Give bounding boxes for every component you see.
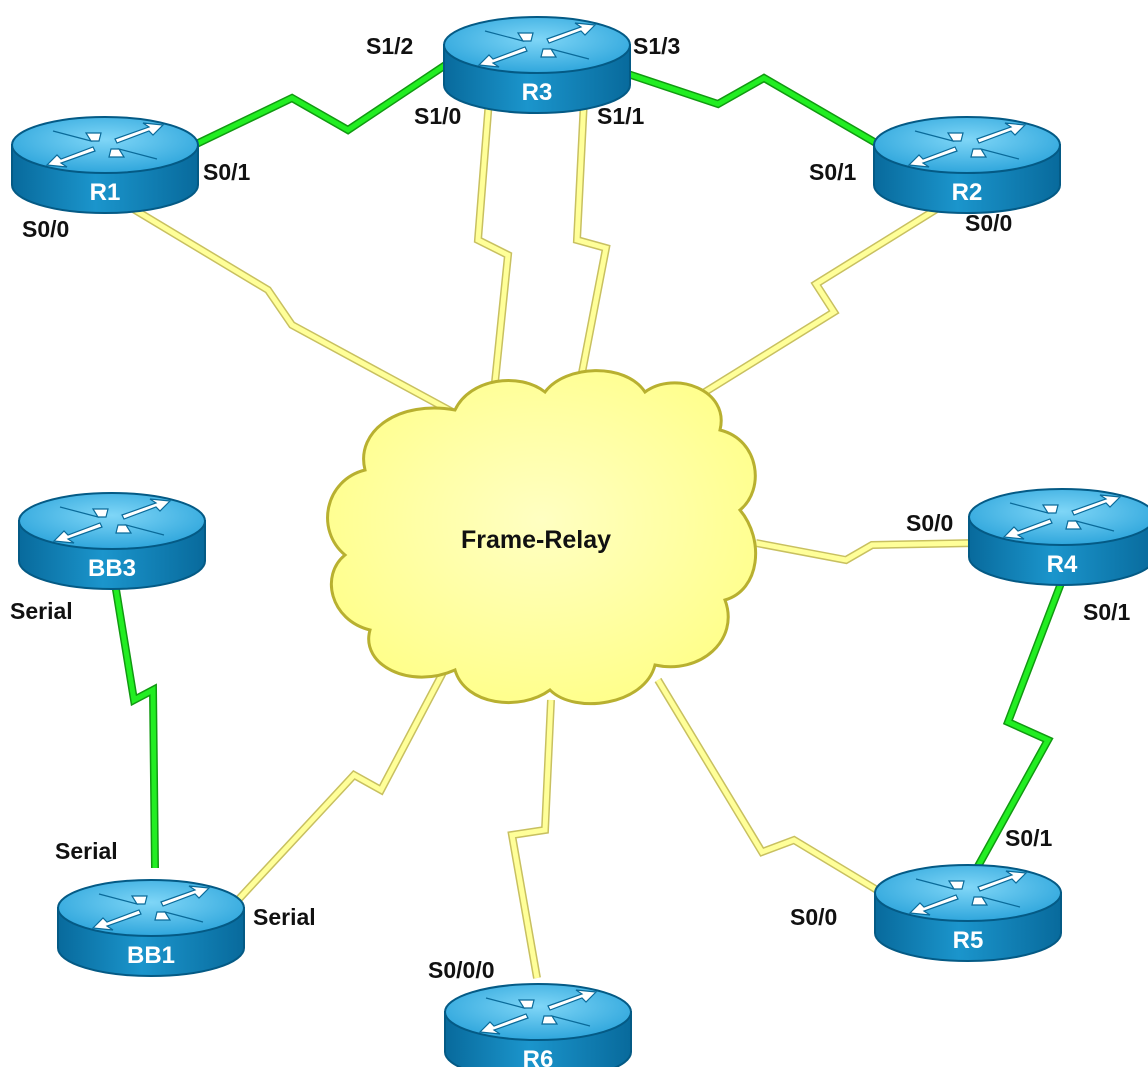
link-r3b-fr: [572, 99, 611, 379]
link-outline: [186, 58, 453, 152]
link-core: [236, 661, 451, 902]
router-r6[interactable]: R6: [444, 983, 632, 1067]
link-core: [108, 192, 460, 418]
link-outline: [654, 677, 885, 897]
router-label: R5: [953, 927, 984, 954]
port-label-bb1-serial-right: Serial: [253, 904, 316, 930]
port-labels: S1/2 S1/3 S1/0 S1/1 S0/1 S0/0 S0/1 S0/0 …: [10, 33, 1131, 983]
port-label-r4-s0-0: S0/0: [906, 510, 953, 536]
port-label-bb3-serial: Serial: [10, 598, 73, 624]
link-bb3-bb1: [108, 564, 159, 869]
router-label: R3: [522, 79, 553, 106]
link-core: [475, 99, 511, 393]
port-label-r2-s0-1: S0/1: [809, 159, 857, 185]
link-r6-fr: [507, 699, 555, 979]
port-label-r3-s1-0: S1/0: [414, 103, 461, 129]
link-core: [591, 59, 890, 153]
router-r4[interactable]: R4: [968, 488, 1148, 586]
router-label: R2: [952, 179, 983, 206]
link-r1-fr: [107, 191, 460, 419]
port-label-r3-s1-1: S1/1: [597, 103, 645, 129]
link-r4-fr: [755, 539, 978, 565]
router-label: BB3: [88, 555, 136, 582]
link-core: [755, 540, 978, 563]
link-r1-r3: [186, 58, 453, 152]
link-core: [655, 678, 884, 896]
port-label-r4-s0-1: S0/1: [1083, 599, 1131, 625]
cloud-shape: [326, 369, 758, 706]
port-label-r5-s0-0: S0/0: [790, 904, 837, 930]
link-r4-r5: [973, 576, 1067, 870]
port-label-bb1-serial-top: Serial: [55, 838, 118, 864]
link-r5-fr: [654, 677, 885, 897]
router-r2[interactable]: R2: [873, 116, 1061, 214]
link-bb1-fr: [235, 661, 452, 903]
router-bb1[interactable]: BB1: [57, 879, 245, 977]
router-r1[interactable]: R1: [11, 116, 199, 214]
cloud-label: Frame-Relay: [461, 526, 611, 554]
router-label: R4: [1047, 551, 1078, 578]
port-label-r1-s0-1: S0/1: [203, 159, 251, 185]
link-r2-fr: [673, 198, 951, 414]
port-label-r3-s1-2: S1/2: [366, 33, 413, 59]
link-core: [674, 199, 950, 413]
router-r5[interactable]: R5: [874, 864, 1062, 962]
link-r3-r2: [590, 58, 891, 154]
link-core: [974, 577, 1066, 870]
link-outline: [673, 198, 951, 414]
link-core: [509, 699, 554, 979]
port-label-r1-s0-0: S0/0: [22, 216, 69, 242]
link-core: [109, 564, 158, 869]
port-label-r6-s0-0-0: S0/0/0: [428, 957, 495, 983]
router-r3[interactable]: R3: [443, 16, 631, 114]
port-label-r2-s0-0: S0/0: [965, 210, 1012, 236]
router-label: R6: [523, 1046, 554, 1067]
port-label-r3-s1-3: S1/3: [633, 33, 680, 59]
port-label-r5-s0-1: S0/1: [1005, 825, 1053, 851]
link-core: [186, 59, 452, 151]
link-r3a-fr: [473, 99, 513, 393]
router-label: R1: [90, 179, 121, 206]
router-label: BB1: [127, 942, 175, 969]
router-bb3[interactable]: BB3: [18, 492, 206, 590]
frame-relay-cloud: Frame-Relay: [326, 369, 758, 706]
links-layer: [107, 58, 1067, 979]
link-core: [574, 99, 609, 379]
